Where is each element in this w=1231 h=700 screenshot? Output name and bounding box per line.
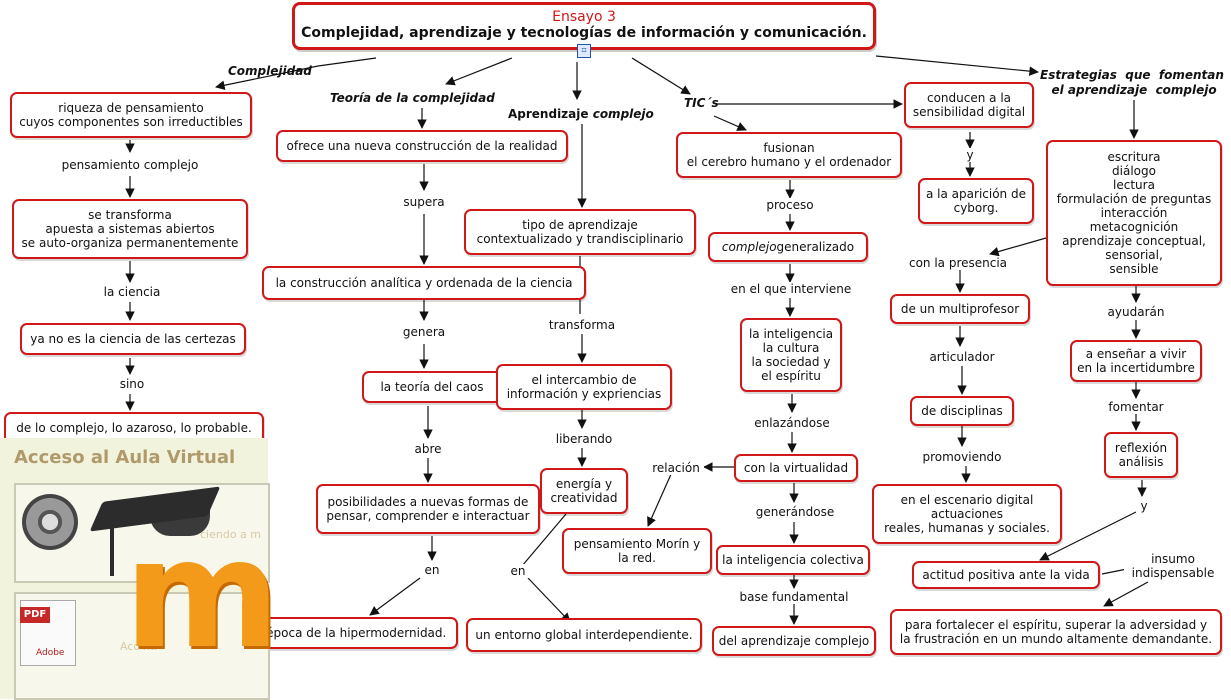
map-main-title: Complejidad, aprendizaje y tecnologías d… <box>301 25 867 41</box>
link-generandose: generándose <box>750 505 840 519</box>
node-se-transforma[interactable]: se transforma apuesta a sistemas abierto… <box>12 199 248 259</box>
branch-aprendizaje: Aprendizaje complejo <box>508 107 654 121</box>
link-con-la-presencia: con la presencia <box>906 256 1010 270</box>
node-fusionan[interactable]: fusionan el cerebro humano y el ordenado… <box>676 132 902 178</box>
link-la-ciencia: la ciencia <box>90 285 174 299</box>
node-inteligencia-colectiva[interactable]: la inteligencia colectiva <box>716 545 870 575</box>
link-y-2: y <box>1136 499 1152 513</box>
branch-teoria: Teoría de la complejidad <box>330 91 495 105</box>
link-transforma: transforma <box>546 318 618 332</box>
pdf-tag: PDF <box>20 607 50 623</box>
node-posibilidades[interactable]: posibilidades a nuevas formas de pensar,… <box>316 484 540 534</box>
link-y-1: y <box>962 148 978 162</box>
branch-complejo-word: complejo <box>592 107 654 121</box>
node-cyborg[interactable]: a la aparición de cyborg. <box>918 178 1034 224</box>
branch-complejidad: Complejidad <box>228 64 312 78</box>
node-escritura[interactable]: escritura diálogo lectura formulación de… <box>1046 140 1222 286</box>
link-insumo: insumo indispensable <box>1124 552 1222 580</box>
node-multiprofesor[interactable]: de un multiprofesor <box>890 294 1030 324</box>
branch-estrategias: Estrategias que fomentan el aprendizaje … <box>1040 68 1224 97</box>
node-ensenar[interactable]: a enseñar a vivir en la incertidumbre <box>1070 340 1202 382</box>
link-fomentar: fomentar <box>1106 400 1166 414</box>
link-liberando: liberando <box>550 432 618 446</box>
link-ayudaran: ayudarán <box>1104 305 1168 319</box>
link-supera: supera <box>396 195 452 209</box>
link-promoviendo: promoviendo <box>920 450 1004 464</box>
node-inteligencia-cultura[interactable]: la inteligencia la cultura la sociedad y… <box>740 318 842 392</box>
node-tipo-aprendizaje[interactable]: tipo de aprendizaje contextualizado y tr… <box>464 209 696 255</box>
essay-number: Ensayo 3 <box>552 9 616 25</box>
node-escenario-digital[interactable]: en el escenario digital actuaciones real… <box>872 484 1062 544</box>
link-proceso: proceso <box>756 198 824 212</box>
link-en-1: en <box>418 563 446 577</box>
node-riqueza[interactable]: riqueza de pensamiento cuyos componentes… <box>10 92 252 138</box>
node-generalizado-word: generalizado <box>776 240 855 254</box>
branch-aprendizaje-word: Aprendizaje <box>508 107 593 121</box>
virtual-classroom-title[interactable]: Acceso al Aula Virtual <box>14 447 236 468</box>
link-abre: abre <box>406 442 450 456</box>
link-base-fundamental: base fundamental <box>734 590 854 604</box>
node-entorno-global[interactable]: un entorno global interdependiente. <box>466 618 702 652</box>
link-pensamiento-complejo: pensamiento complejo <box>60 158 200 172</box>
map-title: Ensayo 3 Complejidad, aprendizaje y tecn… <box>292 2 876 50</box>
link-articulador: articulador <box>924 350 1000 364</box>
node-energia[interactable]: energía y creatividad <box>540 468 628 514</box>
faded-link-text-2: Acc nti <box>120 640 158 653</box>
link-en-2: en <box>504 564 532 578</box>
map-hub-icon[interactable]: ⌗ <box>577 44 591 58</box>
node-conducen[interactable]: conducen a la sensibilidad digital <box>904 82 1034 128</box>
link-relacion: relación <box>648 461 704 475</box>
link-genera: genera <box>396 325 452 339</box>
node-teoria-caos[interactable]: la teoría del caos <box>362 371 502 403</box>
node-ya-no-es[interactable]: ya no es la ciencia de las certezas <box>20 323 246 355</box>
link-enlazandose: enlazándose <box>750 416 834 430</box>
node-actitud[interactable]: actitud positiva ante la vida <box>912 561 1100 589</box>
node-complejo-word: complejo <box>721 240 777 254</box>
faded-link-text: ciendo a m <box>200 528 262 541</box>
branch-tics: TIC´s <box>684 96 719 110</box>
node-fortalecer[interactable]: para fortalecer el espíritu, superar la … <box>890 609 1222 655</box>
node-ofrece[interactable]: ofrece una nueva construcción de la real… <box>276 130 568 162</box>
link-en-el-que: en el que interviene <box>724 282 858 296</box>
node-intercambio[interactable]: el intercambio de información y exprienc… <box>496 364 672 410</box>
node-complejo-generalizado[interactable]: complejo generalizado <box>708 232 868 262</box>
node-disciplinas[interactable]: de disciplinas <box>910 396 1014 426</box>
node-epoca[interactable]: la época de la hipermodernidad. <box>240 617 458 649</box>
tassel-icon <box>110 520 114 576</box>
adobe-label: Adobe <box>36 648 65 658</box>
link-sino: sino <box>110 377 154 391</box>
moodle-logo-icon[interactable]: m <box>124 508 280 682</box>
node-del-aprendizaje[interactable]: del aprendizaje complejo <box>712 626 876 656</box>
node-reflexion[interactable]: reflexión análisis <box>1104 432 1178 478</box>
film-reel-icon <box>22 494 78 550</box>
node-construccion-analitica[interactable]: la construcción analítica y ordenada de … <box>262 266 586 300</box>
node-con-virtualidad[interactable]: con la virtualidad <box>734 454 858 482</box>
node-pensamiento-morin[interactable]: pensamiento Morín y la red. <box>562 528 712 574</box>
